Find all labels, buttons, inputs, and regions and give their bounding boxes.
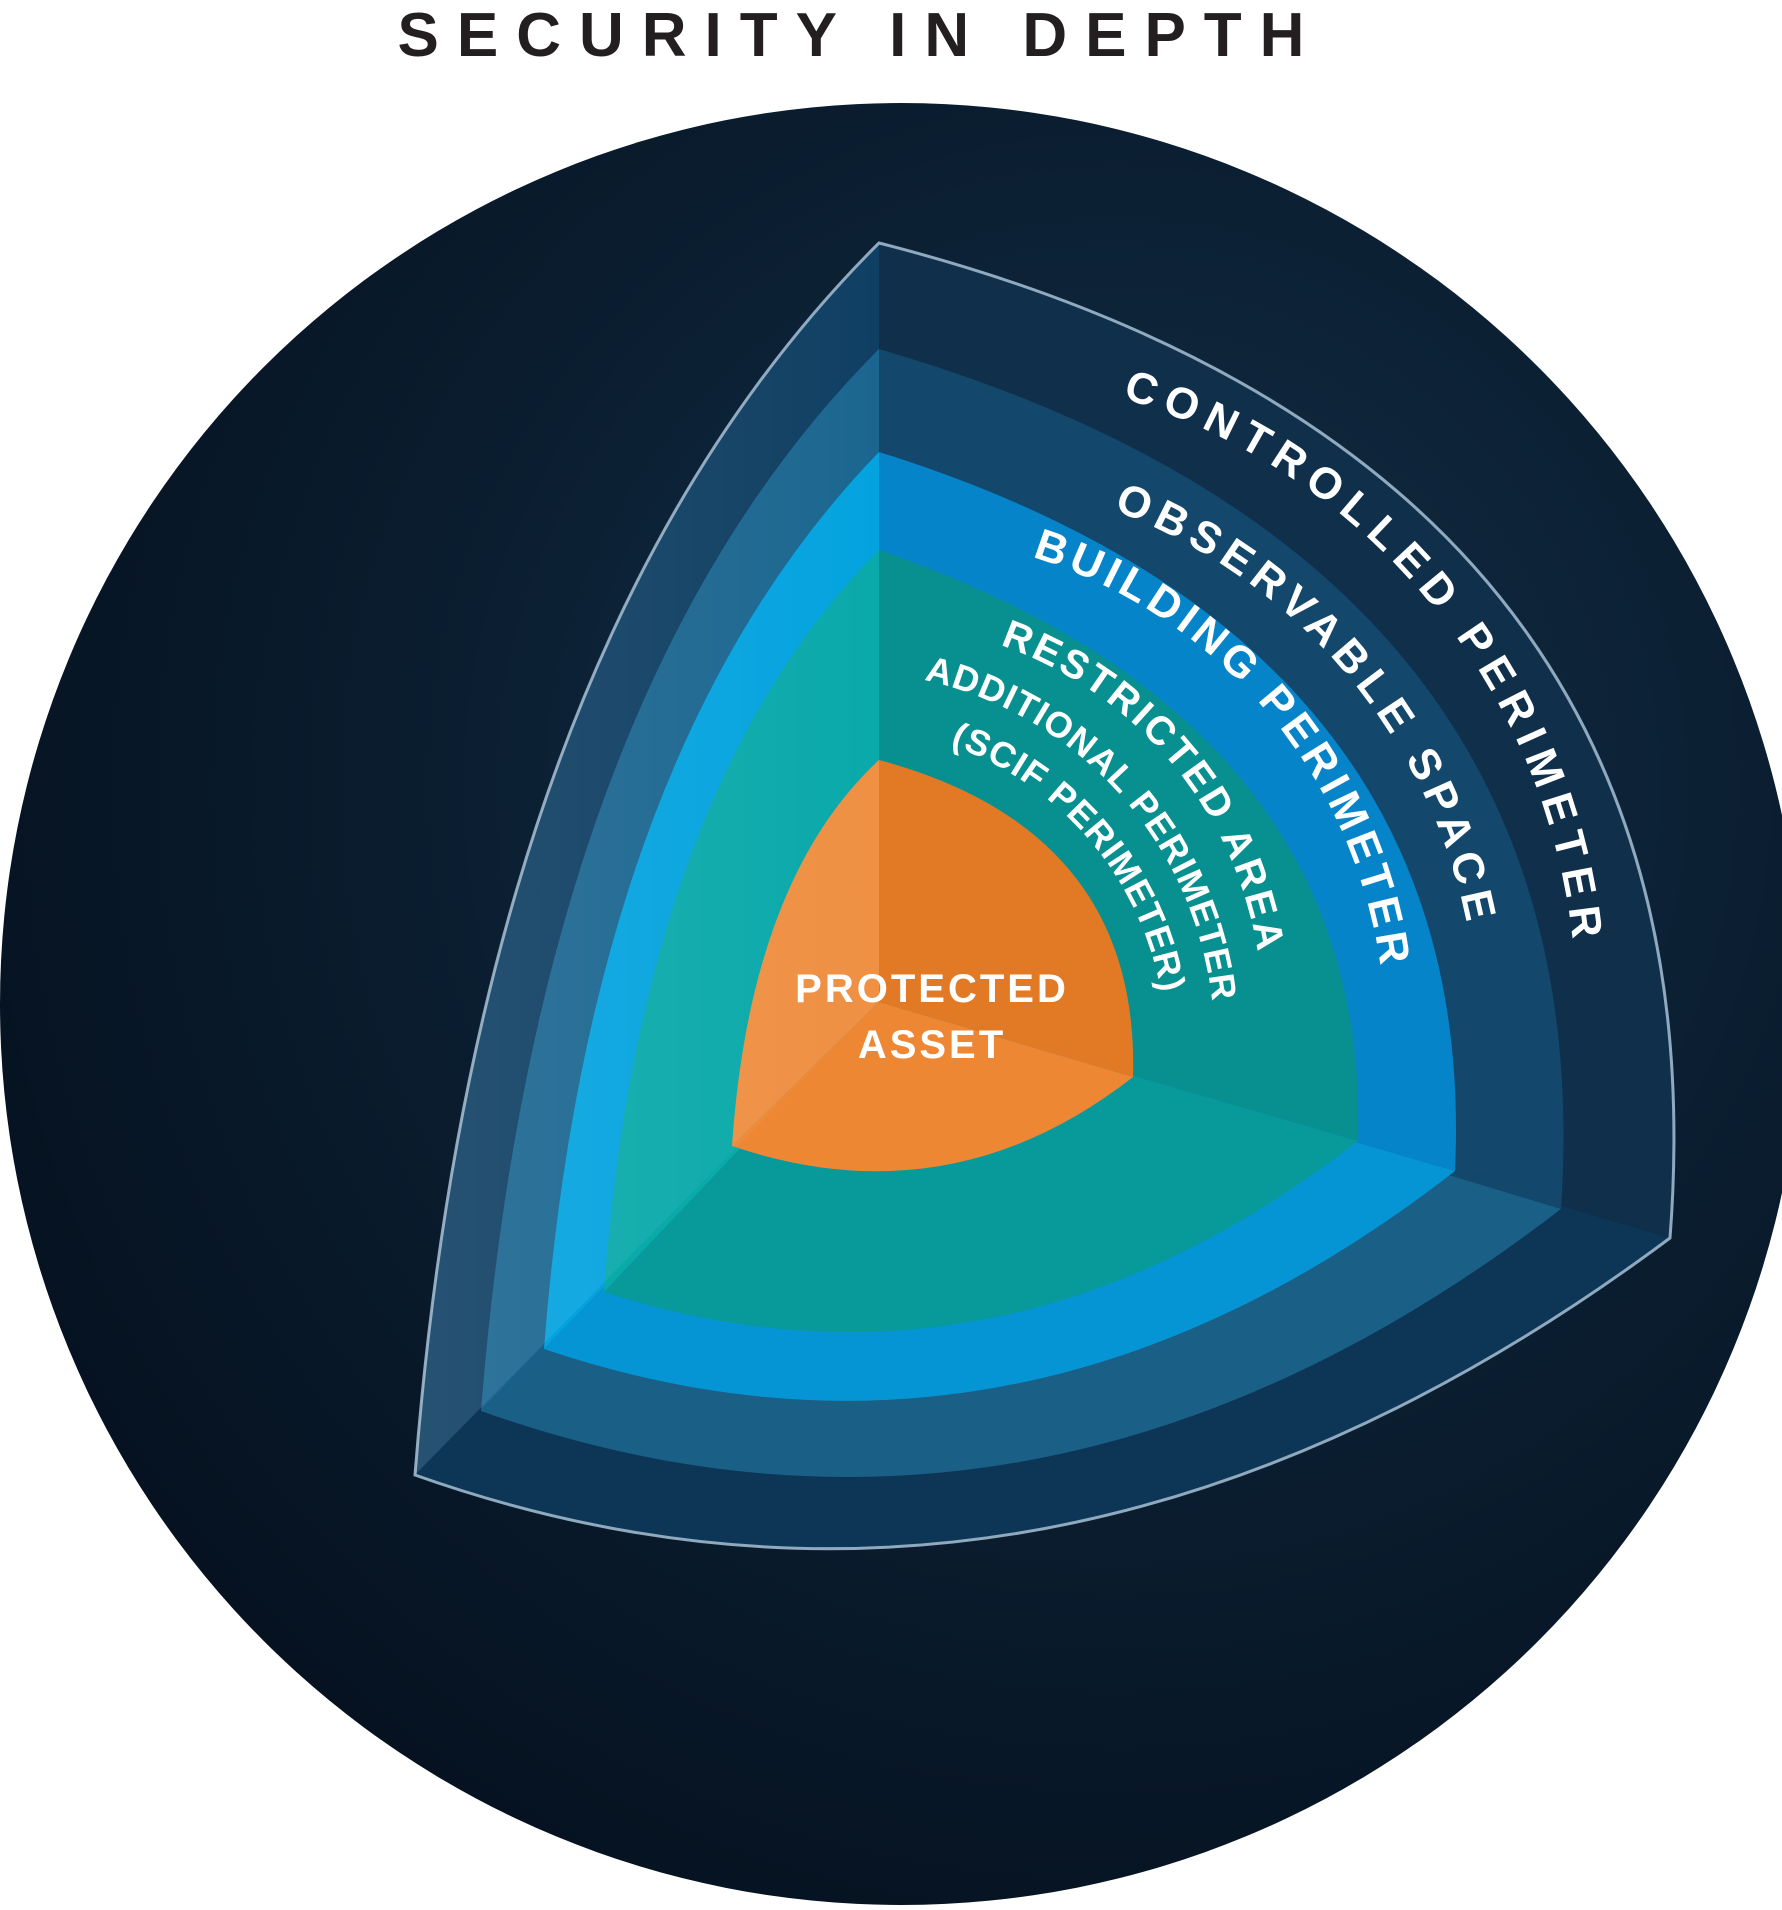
face-highlight	[415, 243, 879, 1475]
core-label-line2: ASSET	[858, 1023, 1006, 1067]
diagram-title: SECURITY IN DEPTH	[398, 1, 1323, 70]
core-label-line1: PROTECTED	[795, 967, 1069, 1011]
